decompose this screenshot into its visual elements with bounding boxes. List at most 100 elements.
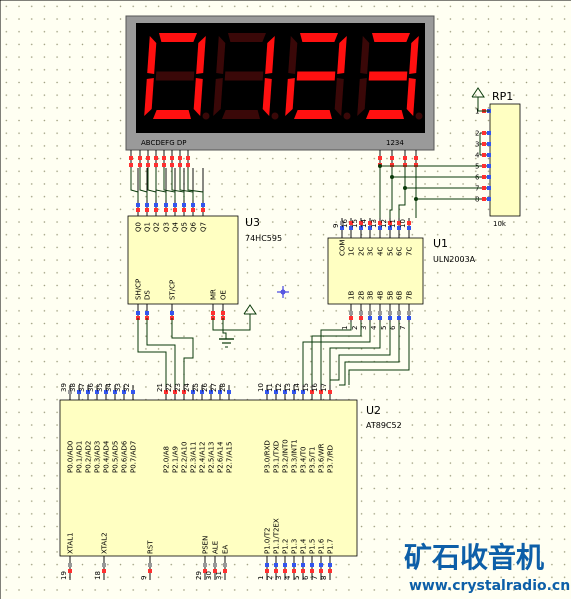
- u1-top-pin[interactable]: [378, 221, 382, 225]
- u1-top-pin[interactable]: [388, 226, 392, 230]
- u2-bottom-pin[interactable]: [213, 563, 217, 567]
- u1-bottom-pin[interactable]: [397, 311, 401, 315]
- u1-top-pin[interactable]: [368, 221, 372, 225]
- display-seg-pin[interactable]: [178, 163, 182, 167]
- u2-top-pin[interactable]: [122, 390, 126, 394]
- u3-top-pin[interactable]: [201, 208, 205, 212]
- u2-bottom-pin[interactable]: [102, 563, 106, 567]
- display-digit-pin[interactable]: [414, 163, 418, 167]
- u3-top-pin[interactable]: [136, 208, 140, 212]
- u3-bottom-pin[interactable]: [211, 311, 215, 315]
- u2-top-pin[interactable]: [292, 390, 296, 394]
- u1-top-pin[interactable]: [407, 221, 411, 225]
- u2-bottom-pin[interactable]: [310, 563, 314, 567]
- u1-top-pin[interactable]: [359, 226, 363, 230]
- u2-top-pin[interactable]: [283, 390, 287, 394]
- u1-bottom-pin[interactable]: [359, 311, 363, 315]
- rp1-pin[interactable]: [482, 153, 486, 157]
- u1-top-pin[interactable]: [349, 226, 353, 230]
- u2-top-pin[interactable]: [218, 390, 222, 394]
- u2-top-pin[interactable]: [200, 390, 204, 394]
- u2-bottom-pin[interactable]: [283, 569, 287, 573]
- u2-top-pin[interactable]: [173, 390, 177, 394]
- rp1-pin[interactable]: [482, 175, 486, 179]
- u1-top-pin[interactable]: [407, 226, 411, 230]
- rp1-pin[interactable]: [482, 142, 486, 146]
- u2-bottom-pin[interactable]: [319, 563, 323, 567]
- u1-bottom-pin[interactable]: [378, 316, 382, 320]
- u1-top-pin[interactable]: [378, 226, 382, 230]
- display-seg-pin[interactable]: [138, 156, 142, 160]
- u2-top-pin[interactable]: [310, 390, 314, 394]
- u1-bottom-pin[interactable]: [368, 316, 372, 320]
- u1-bottom-pin[interactable]: [407, 316, 411, 320]
- display-seg-pin[interactable]: [146, 163, 150, 167]
- u1-bottom-pin[interactable]: [349, 316, 353, 320]
- display-seg-pin[interactable]: [138, 163, 142, 167]
- u2-top-pin[interactable]: [182, 390, 186, 394]
- rp1-pin[interactable]: [482, 186, 486, 190]
- u2-bottom-pin[interactable]: [148, 563, 152, 567]
- u1-top-pin[interactable]: [397, 226, 401, 230]
- u1-bottom-pin[interactable]: [368, 311, 372, 315]
- u2-bottom-pin[interactable]: [223, 569, 227, 573]
- u2-top-pin[interactable]: [131, 390, 135, 394]
- u2-top-pin[interactable]: [301, 390, 305, 394]
- u1-bottom-pin[interactable]: [407, 311, 411, 315]
- u3-top-pin[interactable]: [173, 203, 177, 207]
- u2-bottom-pin[interactable]: [203, 563, 207, 567]
- rp1-pin[interactable]: [482, 197, 486, 201]
- display-seg-pin[interactable]: [170, 156, 174, 160]
- display-digit-pin[interactable]: [403, 163, 407, 167]
- u3-top-pin[interactable]: [136, 203, 140, 207]
- u3-top-pin[interactable]: [164, 208, 168, 212]
- display-seg-pin[interactable]: [154, 156, 158, 160]
- rp1-pin-end[interactable]: [487, 142, 491, 146]
- u2-bottom-pin[interactable]: [213, 569, 217, 573]
- u1-top-pin[interactable]: [388, 221, 392, 225]
- rp1-pin-end[interactable]: [487, 175, 491, 179]
- display-seg-pin[interactable]: [162, 156, 166, 160]
- u2-bottom-pin[interactable]: [292, 563, 296, 567]
- u2-bottom-pin[interactable]: [203, 569, 207, 573]
- rp1-pin-end[interactable]: [487, 153, 491, 157]
- rp1-pin-end[interactable]: [487, 131, 491, 135]
- display-seg-pin[interactable]: [154, 163, 158, 167]
- u1-top-pin[interactable]: [340, 226, 344, 230]
- u2-top-pin[interactable]: [191, 390, 195, 394]
- u2-top-pin[interactable]: [95, 390, 99, 394]
- display-seg-pin[interactable]: [146, 156, 150, 160]
- u3-bottom-pin[interactable]: [170, 311, 174, 315]
- u3-top-pin[interactable]: [145, 208, 149, 212]
- u1-top-pin[interactable]: [340, 221, 344, 225]
- u3-top-pin[interactable]: [154, 208, 158, 212]
- u2-bottom-pin[interactable]: [68, 563, 72, 567]
- u2-top-pin[interactable]: [265, 390, 269, 394]
- u1-bottom-pin[interactable]: [397, 316, 401, 320]
- display-seg-pin[interactable]: [186, 163, 190, 167]
- u1-top-pin[interactable]: [349, 221, 353, 225]
- u3-bottom-pin[interactable]: [221, 311, 225, 315]
- u3-top-pin[interactable]: [145, 203, 149, 207]
- display-seg-pin[interactable]: [170, 163, 174, 167]
- u2-top-pin[interactable]: [227, 390, 231, 394]
- u2-bottom-pin[interactable]: [265, 563, 269, 567]
- u2-at89c52[interactable]: U2 AT89C52 39P0.0/AD038P0.1/AD137P0.2/AD…: [59, 383, 402, 580]
- u1-bottom-pin[interactable]: [359, 316, 363, 320]
- u3-top-pin[interactable]: [201, 203, 205, 207]
- u2-bottom-pin[interactable]: [265, 569, 269, 573]
- u2-bottom-pin[interactable]: [328, 563, 332, 567]
- rp1-pin-end[interactable]: [487, 164, 491, 168]
- u2-top-pin[interactable]: [113, 390, 117, 394]
- u1-uln2003a[interactable]: U1 ULN2003A 9COM161C152C143C134C125C116C…: [327, 218, 476, 330]
- u2-bottom-pin[interactable]: [319, 569, 323, 573]
- rp1-pin[interactable]: [482, 164, 486, 168]
- u3-top-pin[interactable]: [191, 203, 195, 207]
- u2-top-pin[interactable]: [86, 390, 90, 394]
- display-seg-pin[interactable]: [129, 163, 133, 167]
- u2-top-pin[interactable]: [209, 390, 213, 394]
- seven-segment-display[interactable]: ABCDEFG DP 1234: [125, 15, 435, 151]
- u2-bottom-pin[interactable]: [310, 569, 314, 573]
- u2-top-pin[interactable]: [104, 390, 108, 394]
- display-seg-pin[interactable]: [162, 163, 166, 167]
